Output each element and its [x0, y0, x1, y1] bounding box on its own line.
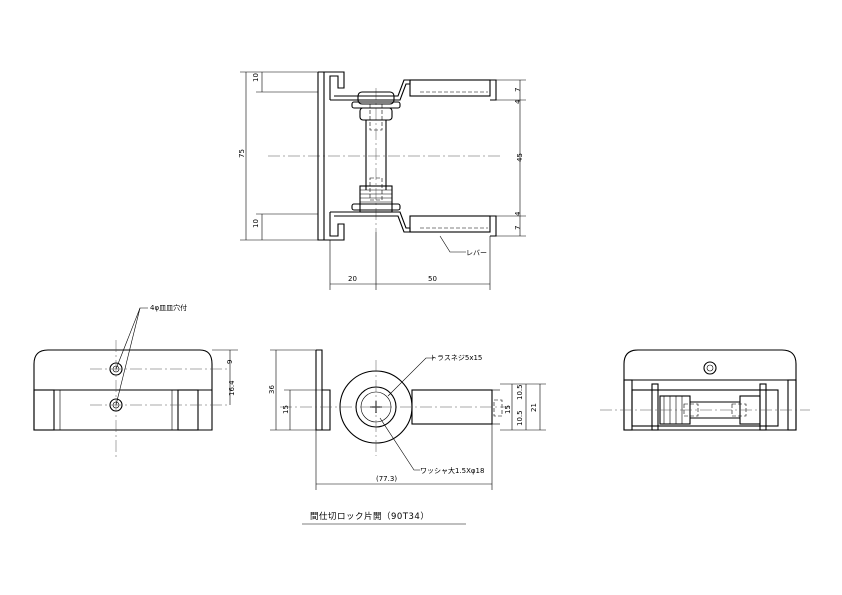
screw-label: トラスネジ5x15	[430, 354, 482, 362]
dim-side-right-a: 10.5	[516, 384, 524, 400]
dim-side-right-c: 10.5	[516, 410, 524, 426]
front-view: 10 75 10 7 4 45 4 7 20 50 レバー	[238, 71, 526, 290]
lever-label: レバー	[466, 249, 487, 257]
dim-front-right-top: 7	[514, 88, 522, 92]
dim-front-bottom-left-width: 20	[348, 275, 357, 283]
dim-front-right-bottom2: 7	[514, 226, 522, 230]
dim-front-right-top2: 4	[514, 99, 522, 104]
dim-plate-top: 9	[226, 360, 234, 364]
dim-side-bottom: (77.3)	[376, 475, 397, 483]
drawing-title: 間仕切ロック片開（90T34）	[310, 511, 429, 522]
washer-label: ワッシャ大1.5Xφ18	[420, 466, 484, 475]
dim-side-height: 36	[268, 385, 276, 394]
dim-plate-mid: 16.4	[228, 380, 236, 396]
side-view: 36 15 10.5 15 10.5 21 (77.3) トラスネジ5x15 ワ…	[268, 349, 546, 490]
dim-front-right-middle: 45	[516, 153, 524, 162]
dim-front-total-height: 75	[238, 149, 246, 158]
dim-front-bottom-right-width: 50	[428, 275, 437, 283]
end-view	[600, 349, 810, 431]
dim-side-right-total: 21	[530, 403, 538, 412]
dim-side-inner: 15	[282, 405, 290, 414]
dim-side-right-b: 15	[504, 405, 512, 414]
hole-label: 4φ皿皿穴付	[150, 303, 187, 312]
dim-front-right-bottom1: 4	[514, 211, 522, 216]
plate-view: 4φ皿皿穴付 9 16.4	[33, 303, 238, 460]
dim-front-bottom-left: 10	[252, 219, 260, 228]
dim-front-top-left: 10	[252, 73, 260, 82]
